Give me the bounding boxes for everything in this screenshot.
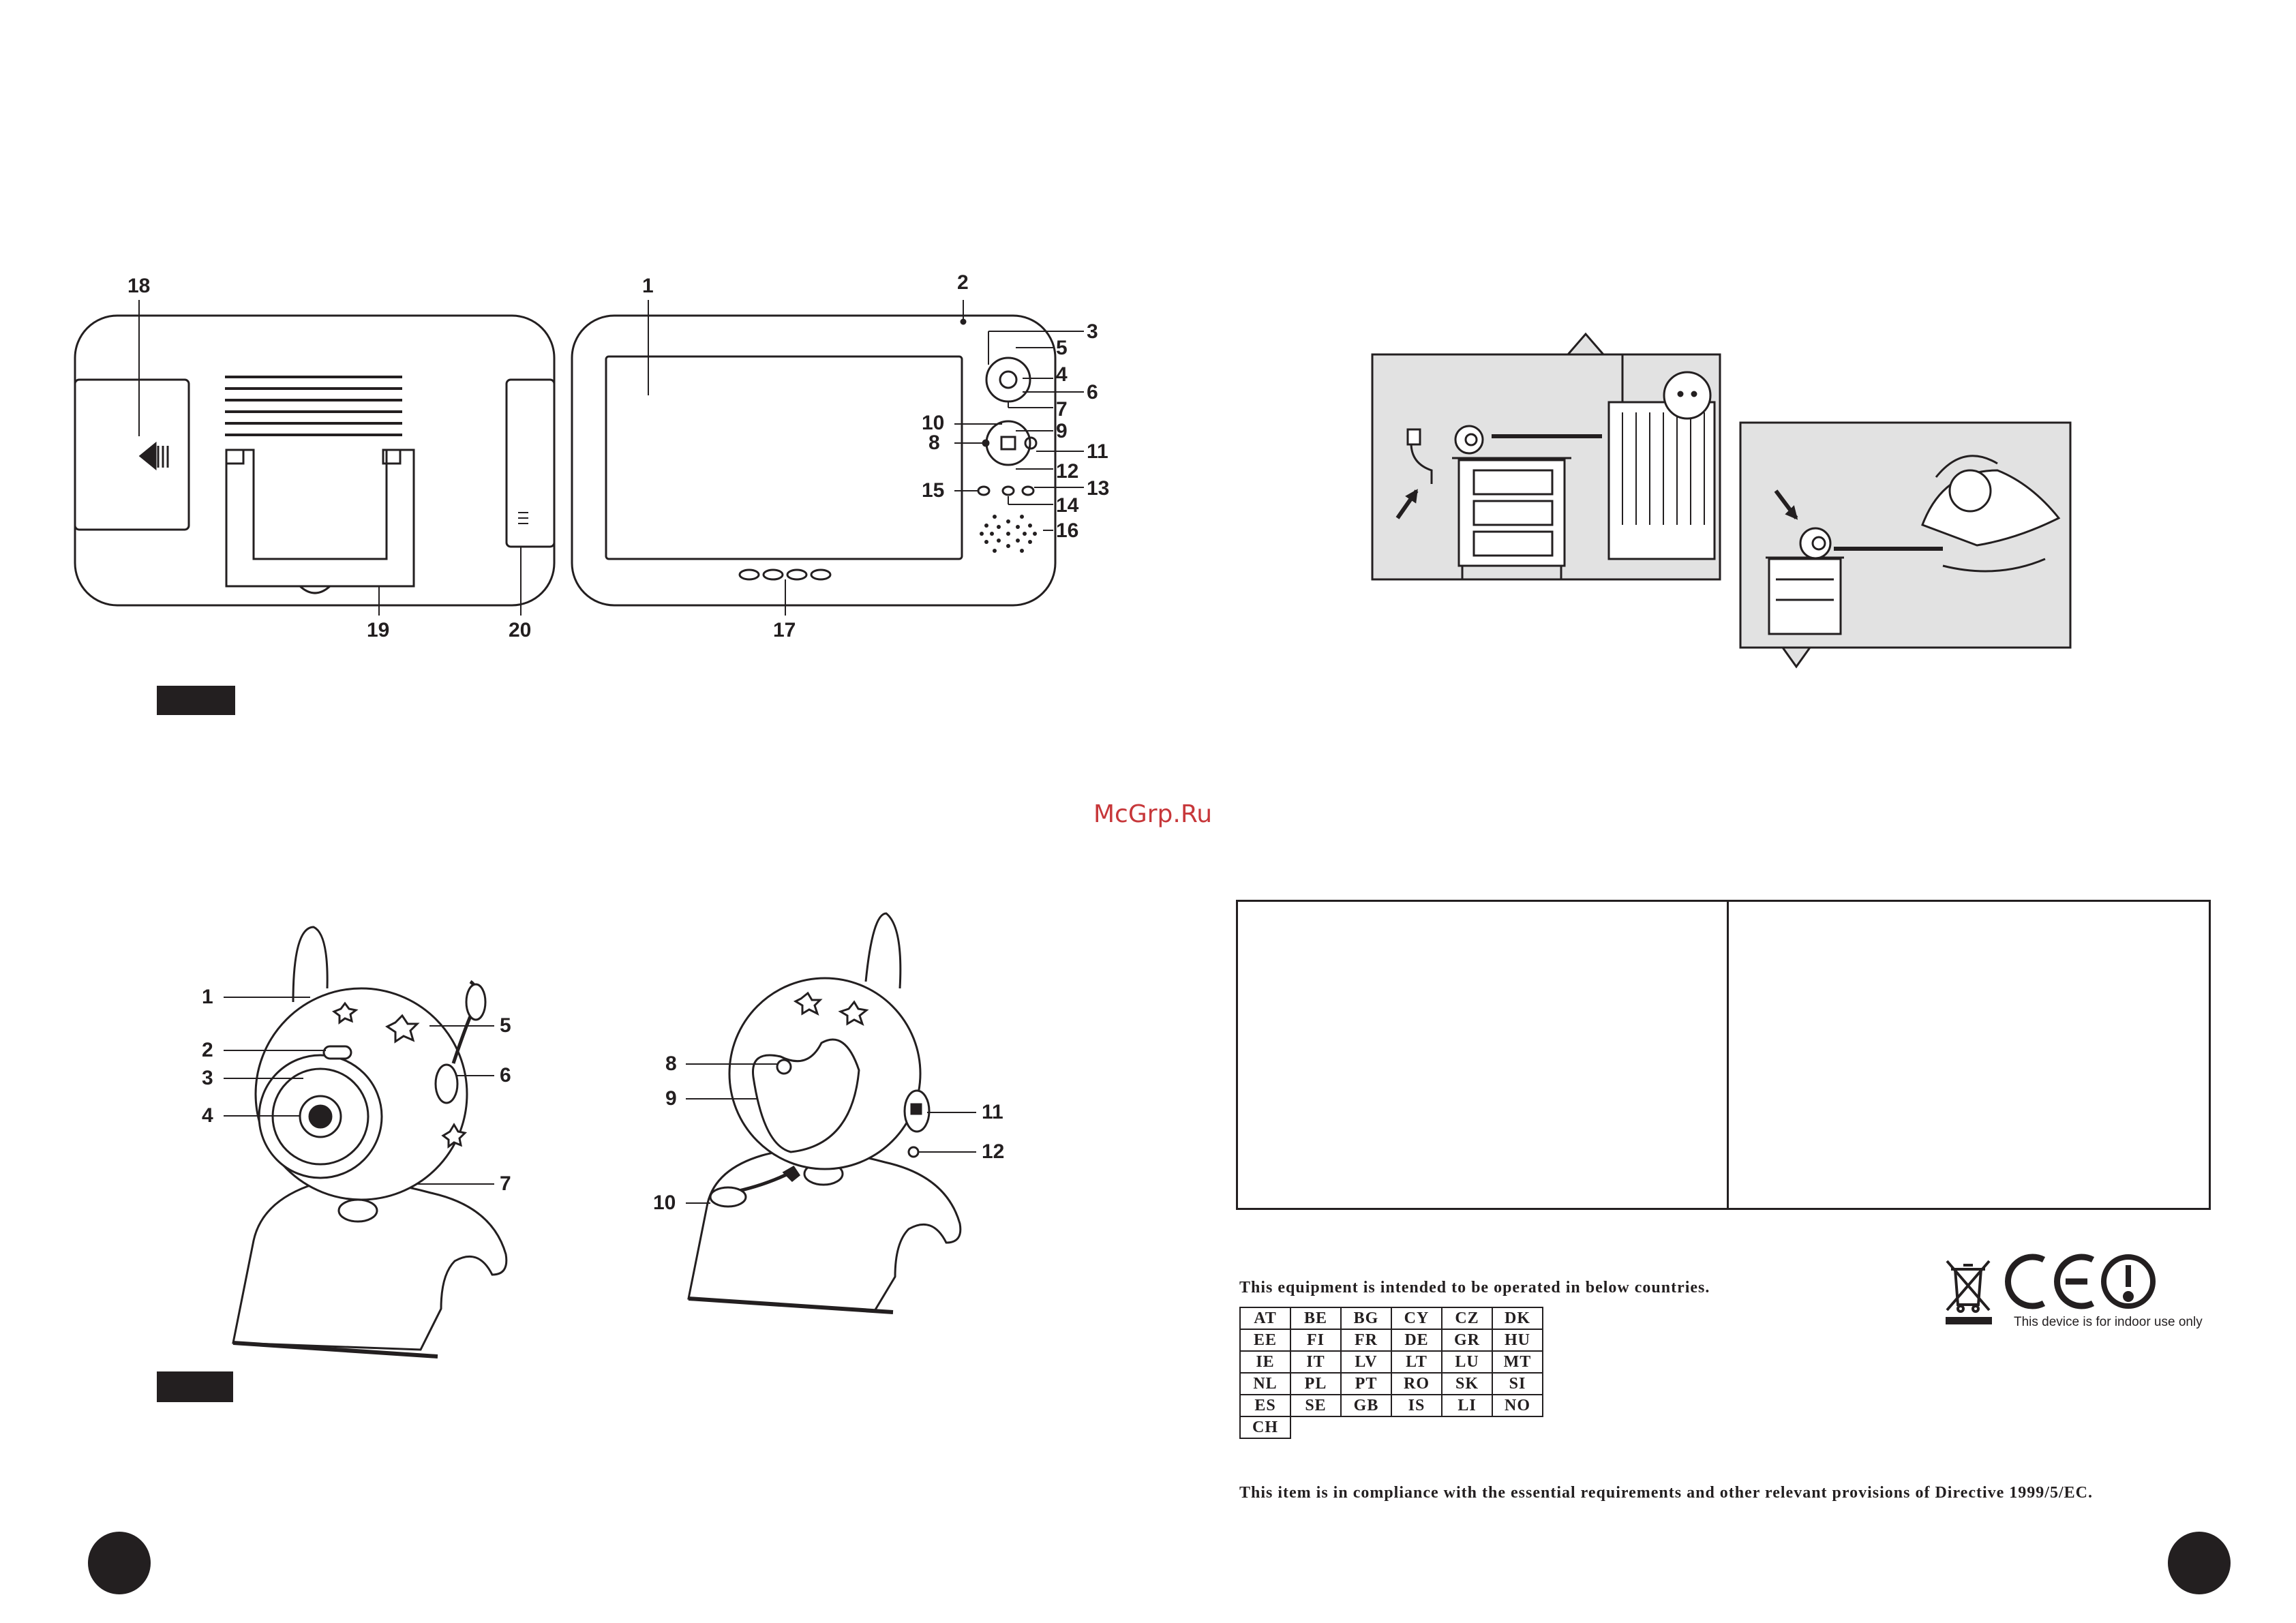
- country-cell: GB: [1340, 1394, 1392, 1417]
- country-cell: LU: [1441, 1350, 1493, 1374]
- camera-callout-2: 2: [202, 1039, 213, 1061]
- monitor-callout-11: 11: [1087, 440, 1108, 463]
- monitor-callout-12: 12: [1056, 460, 1079, 483]
- monitor-callout-5: 5: [1056, 337, 1068, 359]
- monitor-callout-10: 10: [922, 412, 945, 434]
- camera-callout-12: 12: [982, 1140, 1005, 1163]
- country-cell: IE: [1239, 1350, 1291, 1374]
- camera-callout-9: 9: [665, 1087, 677, 1110]
- country-cell: BG: [1340, 1307, 1392, 1330]
- monitor-callout-8: 8: [928, 431, 940, 454]
- monitor-callout-18: 18: [127, 275, 151, 297]
- country-cell: CY: [1391, 1307, 1442, 1330]
- country-grid: AT BE BG CY CZ DK EE FI FR DE GR HU IE I…: [1239, 1307, 1543, 1439]
- section-tab-monitor: [157, 686, 235, 715]
- monitor-callout-15: 15: [922, 479, 945, 502]
- monitor-back-illustration: [74, 314, 556, 607]
- country-row: ES SE GB IS LI NO: [1239, 1394, 1543, 1417]
- country-cell: AT: [1239, 1307, 1291, 1330]
- camera-callout-8: 8: [665, 1052, 677, 1075]
- monitor-callout-9: 9: [1056, 420, 1068, 442]
- monitor-callout-7: 7: [1056, 398, 1068, 421]
- camera-front-illustration: [232, 926, 508, 1359]
- country-cell: SK: [1441, 1372, 1493, 1395]
- monitor-callout-19: 19: [367, 619, 390, 641]
- front-buttons: [738, 568, 832, 581]
- weee-bin-icon: [1946, 1260, 1992, 1324]
- monitor-callout-14: 14: [1056, 494, 1079, 517]
- alert-circle-icon: [2101, 1254, 2156, 1309]
- section-tab-camera: [157, 1371, 233, 1402]
- camera-callout-1: 1: [202, 986, 213, 1008]
- country-cell: RO: [1391, 1372, 1442, 1395]
- camera-callout-4: 4: [202, 1104, 213, 1127]
- camera-callout-3: 3: [202, 1067, 213, 1089]
- ce-mark-icon: [2005, 1254, 2095, 1309]
- camera-callout-7: 7: [500, 1172, 511, 1195]
- country-cell: FI: [1290, 1329, 1342, 1352]
- country-cell: IS: [1391, 1394, 1442, 1417]
- country-cell: NO: [1492, 1394, 1543, 1417]
- country-cell: FR: [1340, 1329, 1392, 1352]
- monitor-callout-4: 4: [1056, 363, 1068, 386]
- monitor-front-illustration: [571, 314, 1057, 607]
- country-cell: CH: [1239, 1416, 1291, 1439]
- countries-title: This equipment is intended to be operate…: [1239, 1279, 1710, 1296]
- country-cell: SI: [1492, 1372, 1543, 1395]
- country-row: IE IT LV LT LU MT: [1239, 1350, 1543, 1374]
- country-cell: CZ: [1441, 1307, 1493, 1330]
- empty-table-frame: [1236, 900, 2211, 1210]
- country-cell: BE: [1290, 1307, 1342, 1330]
- page-number-dot-right: [2168, 1532, 2231, 1594]
- compliance-statement: This item is in compliance with the esse…: [1239, 1484, 2093, 1502]
- country-row: AT BE BG CY CZ DK: [1239, 1307, 1543, 1330]
- monitor-callout-16: 16: [1056, 519, 1079, 542]
- table-divider: [1727, 902, 1729, 1208]
- country-cell: LT: [1391, 1350, 1442, 1374]
- scene-crib: [1371, 332, 1721, 581]
- country-cell: MT: [1492, 1350, 1543, 1374]
- camera-back-illustration: [687, 912, 962, 1314]
- camera-callout-11: 11: [982, 1101, 1003, 1123]
- country-cell: DK: [1492, 1307, 1543, 1330]
- speaker-grille: [980, 515, 1037, 553]
- monitor-callout-1: 1: [642, 275, 654, 297]
- country-row: NL PL PT RO SK SI: [1239, 1372, 1543, 1395]
- country-cell: GR: [1441, 1329, 1493, 1352]
- country-row: CH: [1239, 1416, 1543, 1439]
- country-row: EE FI FR DE GR HU: [1239, 1329, 1543, 1352]
- camera-callout-10: 10: [653, 1192, 676, 1214]
- camera-callout-5: 5: [500, 1014, 511, 1037]
- monitor-callout-17: 17: [773, 619, 796, 641]
- country-cell: HU: [1492, 1329, 1543, 1352]
- country-cell: LI: [1441, 1394, 1493, 1417]
- country-cell: NL: [1239, 1372, 1291, 1395]
- country-cell: IT: [1290, 1350, 1342, 1374]
- monitor-callout-3: 3: [1087, 320, 1098, 343]
- scene-bouncer: [1739, 421, 2072, 669]
- page-number-dot-left: [88, 1532, 151, 1594]
- indoor-use-note: This device is for indoor use only: [2014, 1315, 2203, 1329]
- monitor-callout-2: 2: [957, 271, 969, 294]
- watermark-text: McGrp.Ru: [1093, 800, 1213, 828]
- country-cell: PL: [1290, 1372, 1342, 1395]
- country-cell: DE: [1391, 1329, 1442, 1352]
- camera-callout-6: 6: [500, 1064, 511, 1087]
- monitor-callout-13: 13: [1087, 477, 1110, 500]
- country-cell: SE: [1290, 1394, 1342, 1417]
- country-cell: EE: [1239, 1329, 1291, 1352]
- country-cell: PT: [1340, 1372, 1392, 1395]
- country-cell: ES: [1239, 1394, 1291, 1417]
- monitor-callout-20: 20: [509, 619, 532, 641]
- country-cell: LV: [1340, 1350, 1392, 1374]
- monitor-callout-6: 6: [1087, 381, 1098, 404]
